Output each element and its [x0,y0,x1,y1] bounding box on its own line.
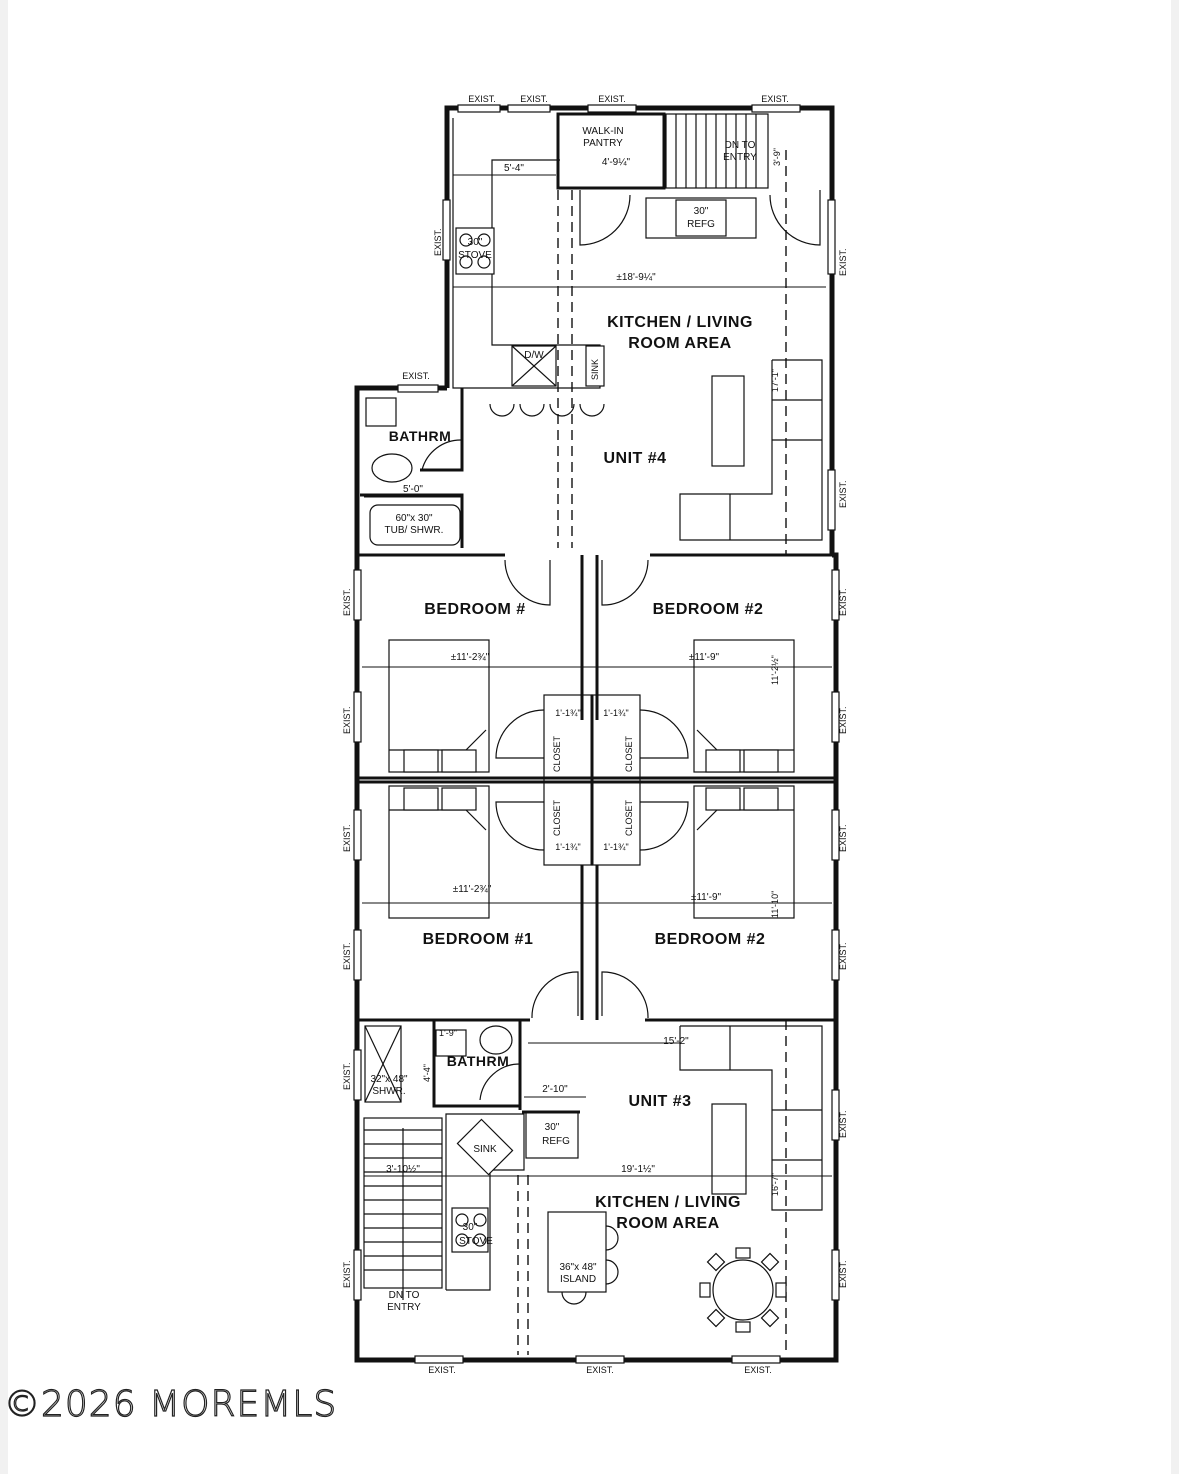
exist-top-2: EXIST. [520,94,548,104]
dim-1-9: 1'-9" [439,1028,457,1038]
refg-top-1: 30" [694,206,709,217]
windows [353,104,840,1364]
dim-15-2: 15'-2" [663,1036,689,1047]
dim-5-4: 5'-4" [504,163,524,174]
closet-label-3: CLOSET [552,799,562,836]
exist-right-4: EXIST. [838,706,848,734]
dim-5-0: 5'-0" [403,484,423,495]
island-label-1: 36"x 48" [559,1262,597,1273]
unit3-label: UNIT #3 [628,1093,691,1110]
dim-19-1: 19'-1½" [621,1164,655,1175]
bedroom2-bottom-label: BEDROOM #2 [655,931,766,948]
exist-right-8: EXIST. [838,1260,848,1288]
exist-right-6: EXIST. [838,942,848,970]
exist-bath-top: EXIST. [402,371,430,381]
bathroom-bottom-label: BATHRM [447,1053,510,1069]
dim-11-10-v: 11'-10" [770,891,780,918]
page-edge-left [0,0,8,1474]
stove-top-2: STOVE [458,250,492,261]
unit3-interior [363,1020,832,1355]
dim-16-7: 16'-7" [770,1173,780,1196]
exist-right-5: EXIST. [838,824,848,852]
unit4-label: UNIT #4 [603,450,666,467]
sink-bottom-label: SINK [473,1144,497,1155]
dim-11-9-a: ±11'-9" [689,652,720,663]
exist-right-2: EXIST. [838,480,848,508]
exist-top-1: EXIST. [468,94,496,104]
exist-right-1: EXIST. [838,248,848,276]
stove-bottom-1: 30" [463,1222,478,1233]
dim-11-2-a: ±11'-2¾" [451,652,490,663]
exist-top-3: EXIST. [598,94,626,104]
sink-top-label: SINK [590,359,600,380]
exist-bottom-3: EXIST. [744,1365,772,1375]
dim-3-9: 3'-9" [772,148,782,166]
exist-left-4: EXIST. [342,942,352,970]
page-edge-right [1171,0,1179,1474]
exist-left-1: EXIST. [342,588,352,616]
island-label-2: ISLAND [560,1274,596,1285]
fixture-labels: WALK-IN PANTRY DN TO ENTRY 30" REFG 30" … [370,126,757,1313]
dim-11-2-v: 11'-2½" [770,655,780,685]
pantry-label-2: PANTRY [583,138,623,149]
shower-bottom-2: SHWR. [372,1086,405,1097]
dim-4-4: 4'-4" [422,1064,432,1082]
closet-label-4: CLOSET [624,799,634,836]
kitchen-living-4-line2: ROOM AREA [628,335,731,352]
exist-bottom-1: EXIST. [428,1365,456,1375]
bedroom1-bottom-label: BEDROOM #1 [423,931,534,948]
dim-17-1: 17'-1" [770,369,780,392]
kitchen-living-3-line2: ROOM AREA [616,1215,719,1232]
exist-left-3: EXIST. [342,824,352,852]
dim-11-9-b: ±11'-9" [691,892,722,903]
exist-left-5: EXIST. [342,1062,352,1090]
closet-label-2: CLOSET [624,735,634,772]
stove-bottom-2: STOVE [459,1236,493,1247]
mls-watermark: ©2026 MOREMLS [3,1383,338,1425]
exist-right-7: EXIST. [838,1110,848,1138]
refg-bottom-2: REFG [542,1136,570,1147]
pantry-label-1: WALK-IN [582,126,623,137]
exist-top-4: EXIST. [761,94,789,104]
bedrooms [357,553,836,1022]
kitchen-living-4-line1: KITCHEN / LIVING [607,314,753,331]
bedroom1-top-label: BEDROOM # [424,601,525,618]
dim-2-10: 2'-10" [542,1084,568,1095]
bathroom-top-label: BATHRM [389,428,452,444]
unit4-interior [360,112,823,555]
dim-4-9: 4'-9¼" [602,156,631,168]
bedroom2-top-label: BEDROOM #2 [653,601,764,618]
dim-1-1-a: 1'-1¾" [555,708,580,718]
dn-entry-top-2: ENTRY [723,152,757,163]
dim-1-1-b: 1'-1¾" [603,708,628,718]
dim-3-10: 3'-10½" [386,1164,420,1175]
shower-bottom-1: 32"x 48" [370,1074,408,1085]
dim-11-2-b: ±11'-2¾" [453,884,492,895]
dimension-labels: 5'-4" 4'-9¼" 3'-9" ±18'-9¼" 17'-1" 5'-0"… [386,148,782,1196]
refg-top-2: REFG [687,219,715,230]
tub-label-1: 60"x 30" [395,513,433,524]
exist-left-6: EXIST. [342,1260,352,1288]
tub-label-2: TUB/ SHWR. [385,525,444,536]
exist-bottom-2: EXIST. [586,1365,614,1375]
closet-label-1: CLOSET [552,735,562,772]
dw-label: D/W [524,350,544,361]
stove-top-1: 30" [468,237,483,248]
exist-labels: EXIST. EXIST. EXIST. EXIST. EXIST. EXIST… [342,94,848,1375]
exist-left-2: EXIST. [342,706,352,734]
dimension-lines-upper [364,174,826,498]
refg-bottom-1: 30" [545,1122,560,1133]
exist-left-kitchen: EXIST. [433,228,443,256]
dn-entry-top-1: DN TO [725,140,756,151]
kitchen-living-3-line1: KITCHEN / LIVING [595,1194,741,1211]
exist-right-3: EXIST. [838,588,848,616]
dn-entry-bottom-1: DN TO [389,1290,420,1301]
dim-1-1-d: 1'-1¾" [603,842,628,852]
room-labels: KITCHEN / LIVING ROOM AREA UNIT #4 BATHR… [389,314,766,1232]
dim-1-1-c: 1'-1¾" [555,842,580,852]
dim-18-9: ±18'-9¼" [616,271,656,283]
dn-entry-bottom-2: ENTRY [387,1302,421,1313]
